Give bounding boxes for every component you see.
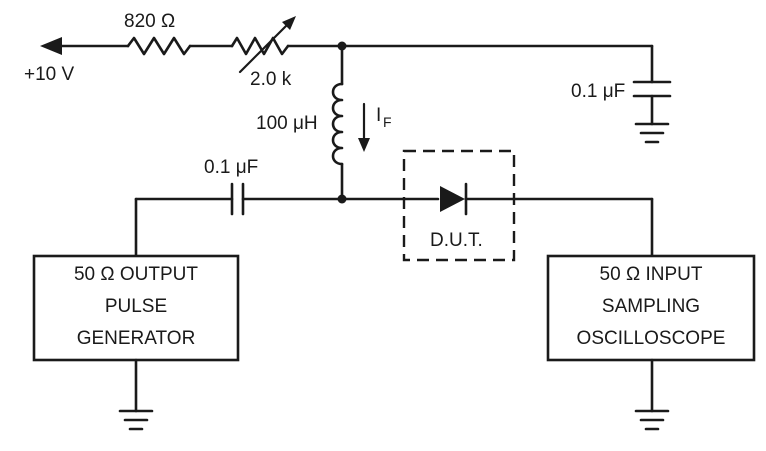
current-arrow	[358, 102, 370, 152]
ground-symbol-cap	[634, 122, 670, 144]
label-rpot: 2.0 k	[250, 69, 292, 90]
potentiometer-2k	[230, 16, 296, 74]
junction-mid	[337, 194, 347, 204]
bypass-capacitor	[632, 44, 672, 126]
label-inductor: 100 μH	[256, 113, 318, 134]
diode	[440, 182, 468, 216]
generator-line3: GENERATOR	[77, 328, 196, 349]
label-cap-bypass: 0.1 μF	[571, 81, 625, 102]
generator-line2: PULSE	[105, 296, 167, 317]
label-r1: 820 Ω	[124, 11, 175, 32]
label-cap-coupling: 0.1 μF	[204, 157, 258, 178]
generator-line1: 50 Ω OUTPUT	[74, 264, 198, 285]
supply-arrow	[40, 37, 130, 55]
ground-symbol-scope	[634, 409, 670, 431]
ground-symbol-generator	[118, 409, 154, 431]
coupling-capacitor	[230, 182, 245, 216]
dut-box	[402, 149, 516, 262]
label-supply: +10 V	[24, 64, 75, 85]
label-current-sub: F	[383, 114, 392, 130]
scope-line3: OSCILLOSCOPE	[577, 328, 726, 349]
scope-line1: 50 Ω INPUT	[600, 264, 703, 285]
resistor-820-ohm	[126, 36, 192, 56]
scope-line2: SAMPLING	[602, 296, 700, 317]
pulse-generator-box	[32, 254, 240, 362]
label-current: I	[376, 105, 381, 126]
oscilloscope-box	[546, 254, 756, 362]
inductor-100uh	[331, 44, 344, 201]
label-dut: D.U.T.	[430, 230, 483, 251]
